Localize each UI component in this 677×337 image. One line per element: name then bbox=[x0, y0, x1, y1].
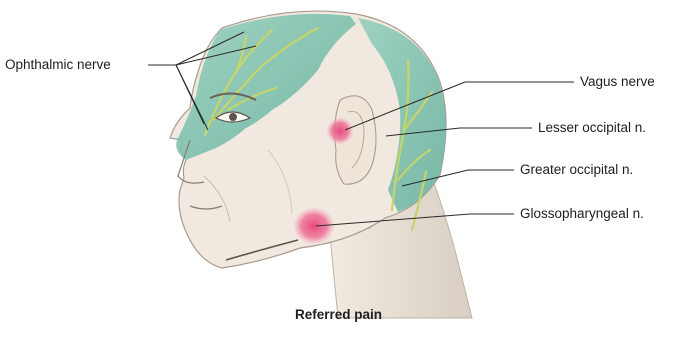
vagus-pain-zone bbox=[327, 118, 353, 144]
figure-caption: Referred pain bbox=[0, 307, 677, 322]
glossopharyngeal-pain-zone bbox=[294, 208, 334, 244]
vagus-nerve-label: Vagus nerve bbox=[580, 74, 655, 90]
glossopharyngeal-label: Glossopharyngeal n. bbox=[520, 206, 644, 222]
ophthalmic-nerve-label: Ophthalmic nerve bbox=[5, 57, 111, 73]
greater-occipital-label: Greater occipital n. bbox=[520, 162, 633, 178]
lesser-occipital-label: Lesser occipital n. bbox=[538, 120, 646, 136]
